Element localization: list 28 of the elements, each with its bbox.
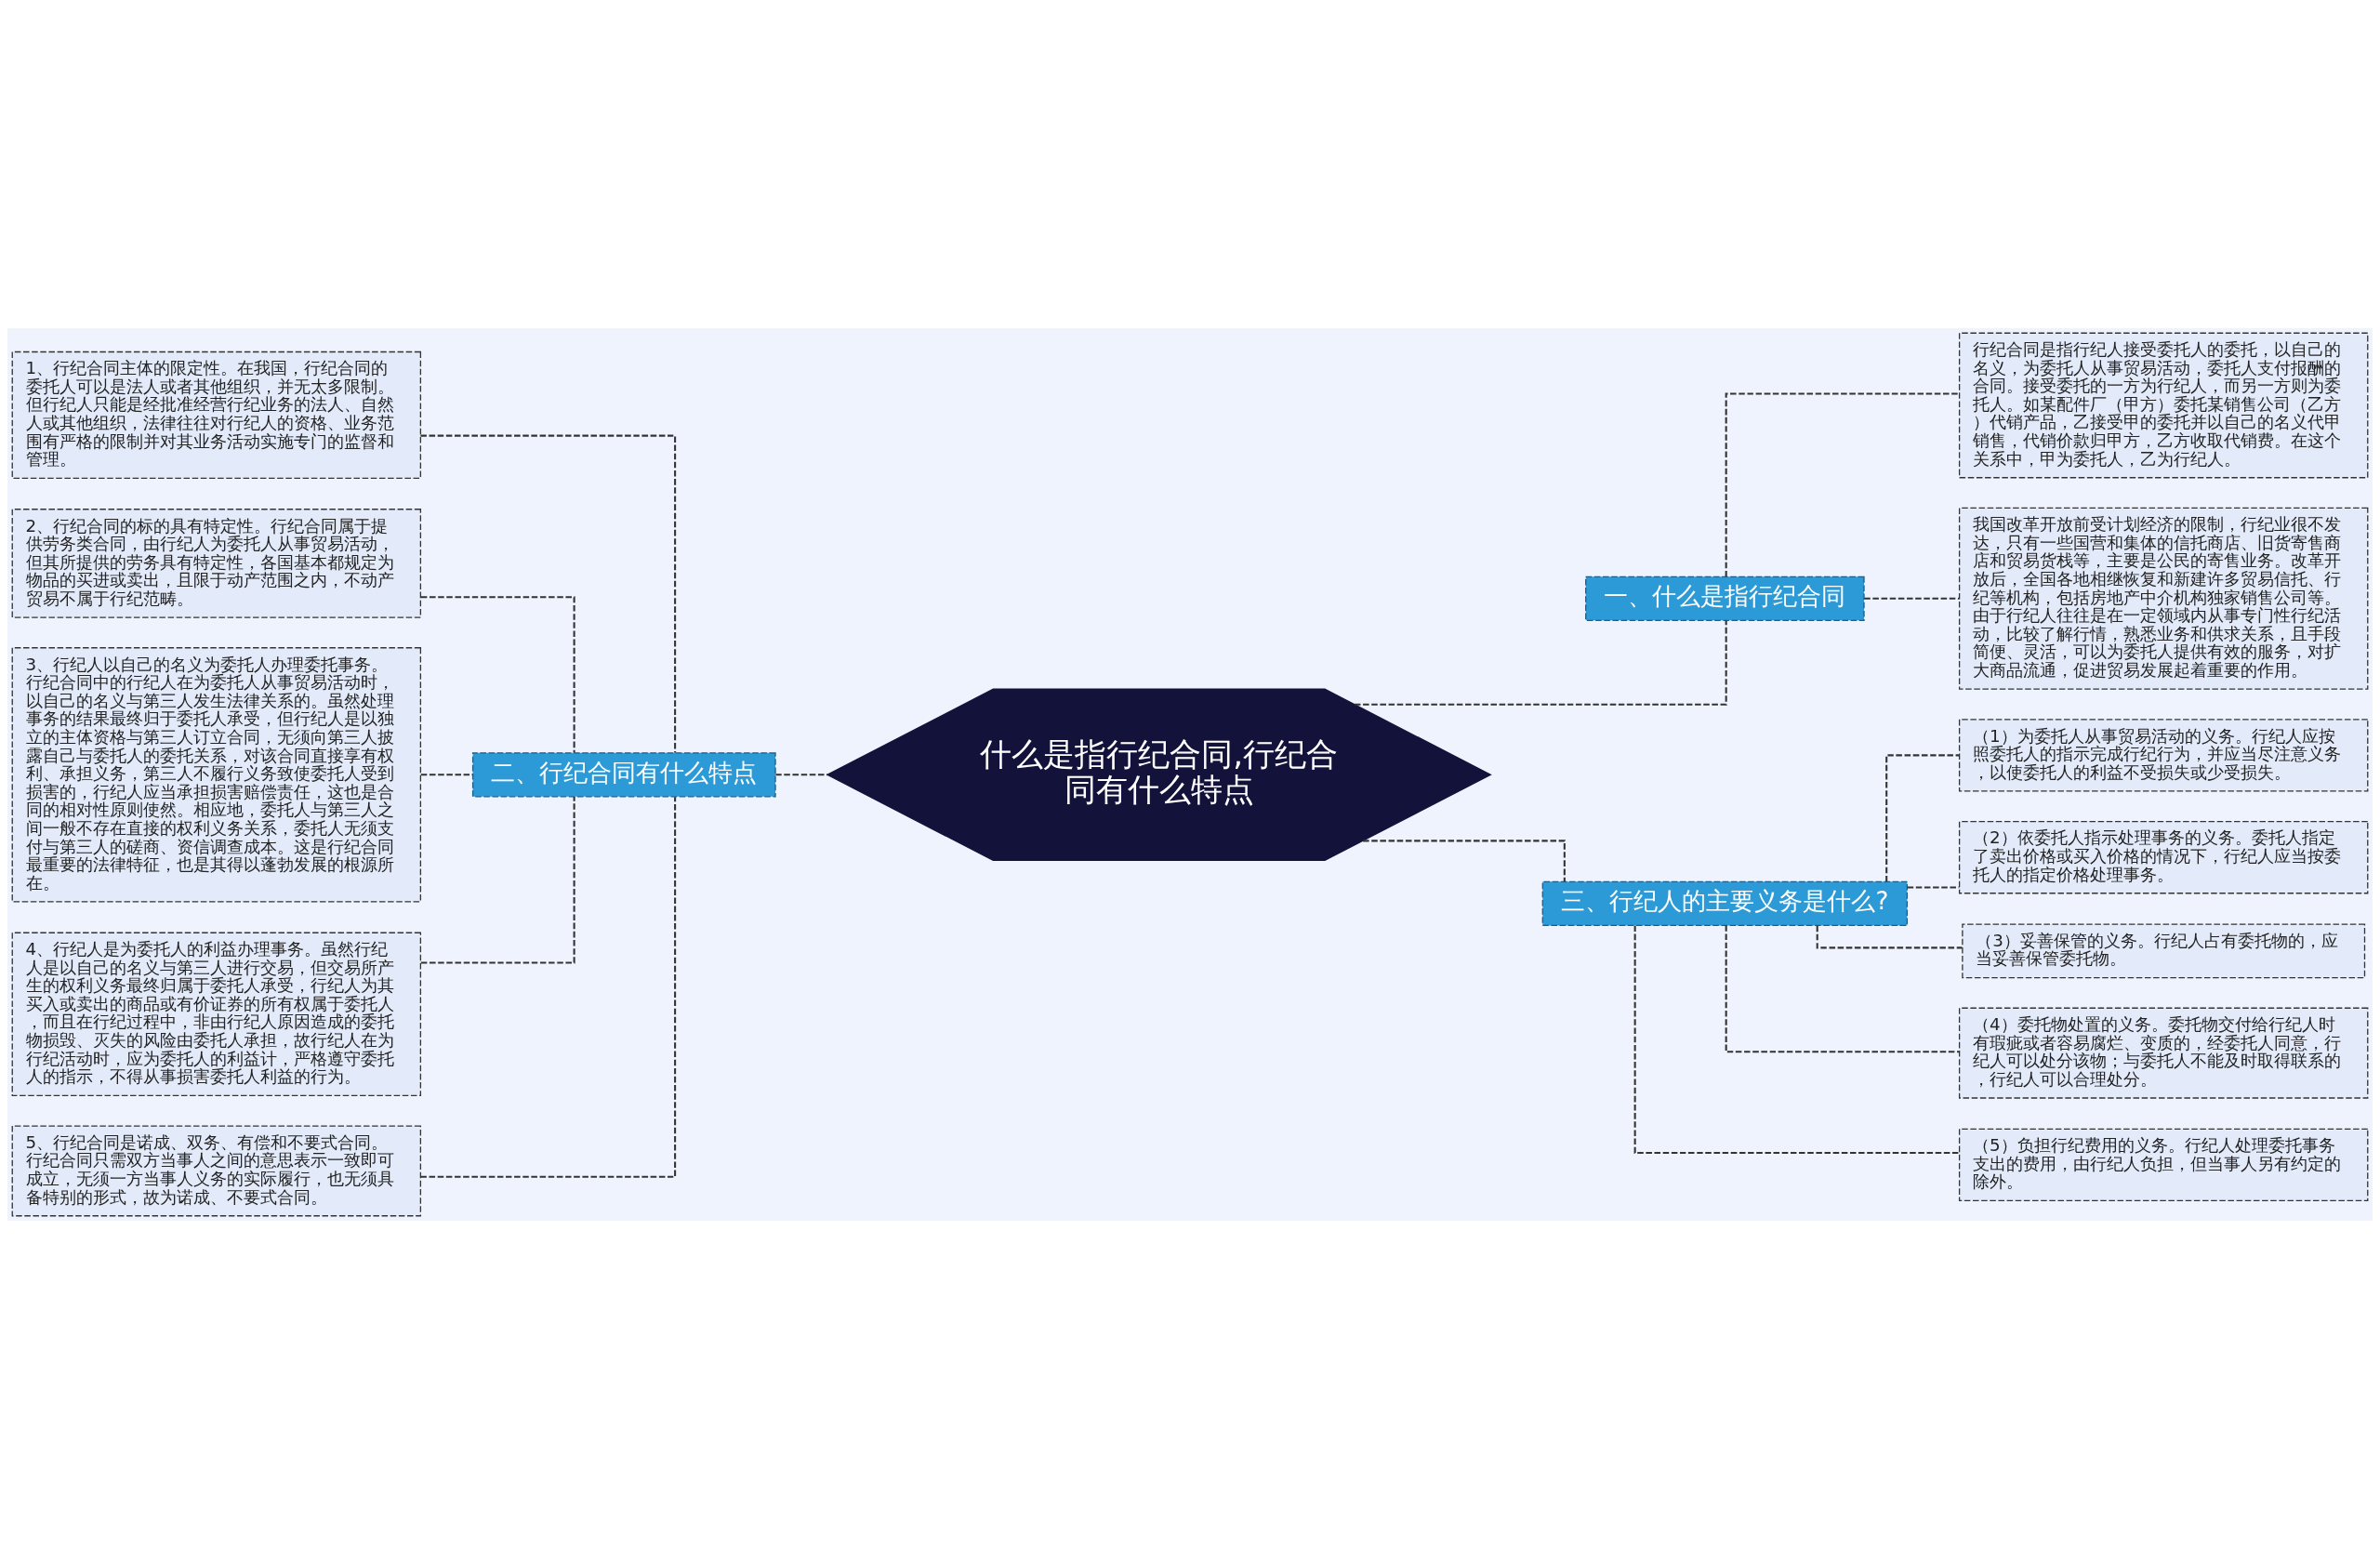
node-box: 3、行纪人以自己的名义为委托人办理委托事务。行纪合同中的行纪人在为委托人从事贸易活动时，以自己的名义与第三人发生法律关系的。虽然处理事务的结果最终归于委托人承受，但行纪人是以独立的主体资格与第三人订立合同，无须向第三人披露自己与委托人的委托关系，对该合同直接享有权利、承担义务，第三人不履行义务致使委托人受到损害的，行纪人应当承担损害赔偿责任，这也是合同的相对性原则使然。相应地，委托人与第三人之间一般不存在直接的权利义务关系，委托人无须支付与第三人的磋商、资信调查成本。这是行纪合同最重要的法律特征，也是其得以蓬勃发展的根源所在。 — [11, 646, 422, 903]
node-box: （3）妥善保管的义务。行纪人占有委托物的，应当妥善保管委托物。 — [1962, 922, 2366, 978]
connector — [420, 796, 575, 964]
connector — [1633, 925, 1960, 1154]
connector — [1355, 619, 1727, 706]
connector — [1363, 839, 1566, 881]
connector — [420, 773, 473, 775]
node-box: 1、行纪合同主体的限定性。在我国，行纪合同的委托人可以是法人或者其他组织，并无太多限制。但行纪人只能是经批准经营行纪业务的法人、自然人或其他组织，法律往往对行纪人的资格、业务范围有严格的限制并对其业务活动实施专门的监督和管理。 — [11, 351, 422, 479]
connector — [1725, 392, 1960, 576]
connector — [420, 434, 677, 752]
node-box: 行纪合同是指行纪人接受委托人的委托，以自己的名义，为委托人从事贸易活动，委托人支付报酬的合同。接受委托的一方为行纪人，而另一方则为委托人。如某配件厂（甲方）委托某销售公司（乙方）代销产品，乙接受甲的委托并以自己的名义代甲销售，代销价款归甲方，乙方收取代销费。在这个关系中，甲为委托人，乙为行纪人。 — [1958, 332, 2369, 478]
node-box: 2、行纪合同的标的具有特定性。行纪合同属于提供劳务类合同，由行纪人为委托人从事贸易活动，但其所提供的劳务具有特定性，各国基本都规定为物品的买进或卖出，且限于动产范围之内，不动产贸易不属于行纪范畴。 — [11, 508, 422, 618]
node-box: 4、行纪人是为委托人的利益办理事务。虽然行纪人是以自己的名义与第三人进行交易，但交易所产生的权利义务最终归属于委托人承受，行纪人为其买入或卖出的商品或有价证券的所有权属于委托人，而且在行纪过程中，非由行纪人原因造成的委托物损毁、灭失的风险由委托人承担，故行纪人在为行纪活动时，应为委托人的利益计，严格遵守委托人的指示，不得从事损害委托人利益的行为。 — [11, 932, 422, 1096]
connector — [1864, 597, 1960, 600]
node-box: 三、行纪人的主要义务是什么? — [1541, 880, 1909, 926]
connector — [1885, 753, 1960, 881]
connector — [420, 796, 677, 1178]
node-box: 二、行纪合同有什么特点 — [471, 751, 776, 797]
connector — [1725, 924, 1960, 1052]
node-box: 一、什么是指行纪合同 — [1585, 576, 1865, 621]
connector — [420, 595, 575, 752]
node-box: （5）负担行纪费用的义务。行纪人处理委托事务支出的费用，由行纪人负担，但当事人另有约定的除外。 — [1958, 1128, 2369, 1201]
connector — [775, 773, 828, 775]
node-box: （4）委托物处置的义务。委托物交付给行纪人时有瑕疵或者容易腐烂、变质的，经委托人同意，行纪人可以处分该物；与委托人不能及时取得联系的，行纪人可以合理处分。 — [1958, 1007, 2369, 1099]
node-box: 5、行纪合同是诺成、双务、有偿和不要式合同。行纪合同只需双方当事人之间的意思表示一致即可成立，无须一方当事人义务的实际履行，也无须具备特别的形式，故为诺成、不要式合同。 — [11, 1124, 422, 1216]
node-box: （1）为委托人从事贸易活动的义务。行纪人应按照委托人的指示完成行纪行为，并应当尽注意义务，以使委托人的利益不受损失或少受损失。 — [1958, 718, 2369, 792]
node-box: 我国改革开放前受计划经济的限制，行纪业很不发达，只有一些国营和集体的信托商店、旧货寄售商店和贸易货栈等，主要是公民的寄售业务。改革开放后，全国各地相继恢复和新建许多贸易信托、行纪等机构，包括房地产中介机构独家销售公司等。由于行纪人往往是在一定领域内从事专门性行纪活动，比较了解行情，熟悉业务和供求关系，且手段简便、灵活，可以为委托人提供有效的服务，对扩大商品流通，促进贸易发展起着重要的作用。 — [1958, 507, 2369, 690]
node-box: （2）依委托人指示处理事务的义务。委托人指定了卖出价格或买入价格的情况下，行纪人应当按委托人的指定价格处理事务。 — [1958, 820, 2369, 893]
